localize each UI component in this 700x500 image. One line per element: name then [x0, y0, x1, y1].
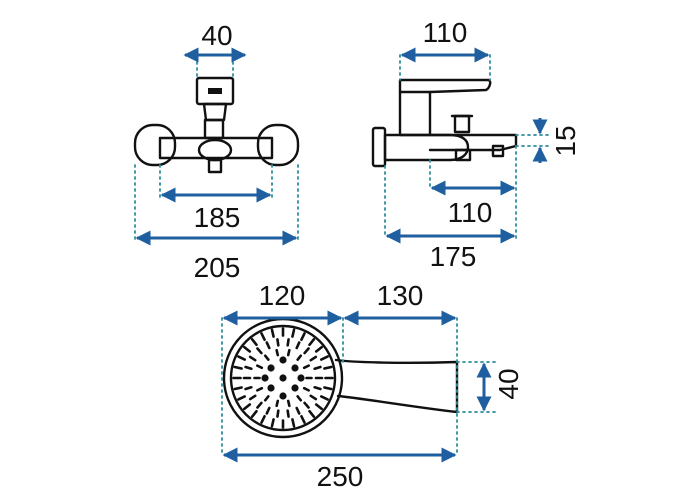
side-faucet-outline — [371, 78, 518, 168]
shower-head-nozzles — [232, 327, 334, 429]
side-top-width-label: 110 — [423, 17, 468, 48]
nozzle-dot — [279, 374, 287, 382]
front-extension-lines — [134, 49, 299, 241]
nozzle-streak — [237, 395, 247, 401]
nozzle-streak — [263, 354, 270, 361]
front-inner-width-label: 185 — [194, 202, 241, 233]
nozzle-streak — [308, 409, 316, 419]
nozzle-streak — [250, 337, 258, 347]
nozzle-dot — [267, 364, 275, 372]
nozzle-streak — [300, 332, 306, 342]
nozzle-streak — [242, 403, 252, 411]
nozzle-streak — [270, 418, 275, 428]
nozzle-streak — [244, 365, 253, 371]
nozzle-streak — [323, 365, 333, 370]
nozzle-streak — [319, 395, 329, 401]
side-extension-lines — [384, 54, 549, 239]
nozzle-streak — [233, 365, 243, 370]
nozzle-streak — [265, 406, 271, 415]
nozzle-streak — [286, 348, 291, 357]
nozzle-streak — [302, 364, 310, 370]
nozzle-dot — [279, 356, 287, 364]
nozzle-streak — [256, 401, 263, 409]
nozzle-streak — [248, 394, 257, 401]
nozzle-streak — [250, 409, 258, 419]
nozzle-dot — [291, 364, 299, 372]
nozzle-streak — [314, 345, 324, 353]
nozzle-streak — [286, 338, 290, 347]
nozzle-streak — [291, 418, 296, 428]
nozzle-streak — [260, 414, 266, 424]
front-outer-width-label: 205 — [194, 252, 241, 283]
nozzle-streak — [242, 345, 252, 353]
nozzle-dot — [267, 384, 275, 392]
nozzle-streak — [275, 399, 280, 408]
nozzle-streak — [275, 348, 280, 357]
shower-head-view: 120 130 250 40 — [221, 280, 524, 492]
nozzle-streak — [291, 328, 296, 338]
shower-extension-lines — [221, 317, 496, 456]
front-view: 40 185 205 — [133, 20, 300, 283]
nozzle-streak — [256, 364, 264, 370]
nozzle-streak — [295, 341, 301, 350]
nozzle-streak — [323, 386, 333, 391]
side-height-label: 15 — [550, 125, 581, 156]
nozzle-dot — [261, 374, 269, 382]
side-lower-width-label: 110 — [448, 197, 493, 228]
nozzle-dot — [297, 374, 305, 382]
shower-overall-length-label: 250 — [317, 461, 364, 492]
nozzle-dot — [291, 384, 299, 392]
nozzle-streak — [233, 386, 243, 391]
nozzle-streak — [308, 337, 316, 347]
nozzle-streak — [303, 401, 310, 409]
nozzle-streak — [319, 355, 329, 361]
nozzle-dot — [279, 392, 287, 400]
nozzle-streak — [313, 385, 322, 391]
shower-handle-width-label: 130 — [377, 280, 424, 311]
nozzle-streak — [286, 409, 290, 418]
nozzle-streak — [295, 406, 301, 415]
side-overall-width-label: 175 — [430, 241, 477, 272]
nozzle-streak — [300, 414, 306, 424]
nozzle-streak — [309, 394, 318, 401]
front-faucet-outline — [133, 76, 300, 174]
nozzle-streak — [265, 341, 271, 350]
nozzle-streak — [296, 395, 303, 402]
nozzle-streak — [313, 365, 322, 371]
nozzle-streak — [248, 355, 257, 362]
nozzle-streak — [260, 332, 266, 342]
shower-handle-height-label: 40 — [493, 368, 524, 399]
nozzle-streak — [309, 355, 318, 362]
nozzle-streak — [270, 328, 275, 338]
front-top-width-label: 40 — [201, 20, 232, 51]
nozzle-streak — [276, 338, 280, 347]
side-view: 110 110 175 15 — [371, 17, 581, 272]
nozzle-streak — [256, 347, 263, 355]
nozzle-streak — [244, 385, 253, 391]
nozzle-streak — [302, 386, 310, 392]
nozzle-streak — [286, 399, 291, 408]
nozzle-streak — [276, 409, 280, 418]
nozzle-streak — [256, 386, 264, 392]
nozzle-streak — [296, 354, 303, 361]
nozzle-streak — [303, 347, 310, 355]
nozzle-streak — [263, 395, 270, 402]
nozzle-streak — [314, 403, 324, 411]
shower-head-width-label: 120 — [259, 280, 306, 311]
nozzle-streak — [237, 355, 247, 361]
